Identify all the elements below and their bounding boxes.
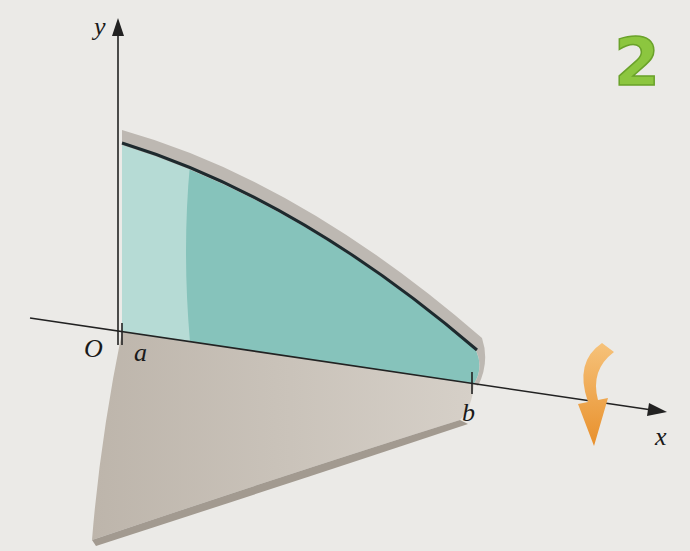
x-arrowhead — [647, 403, 667, 416]
axis-label: y — [94, 14, 106, 40]
bound-label: b — [462, 400, 475, 426]
revolved-region — [122, 145, 480, 384]
tick-a — [121, 323, 123, 345]
end-face — [122, 145, 190, 342]
tick-b — [471, 372, 473, 394]
solid-shell — [122, 130, 485, 386]
figure-number: 2 — [614, 30, 660, 96]
axis-label: x — [655, 424, 667, 450]
bottom-rim — [92, 420, 468, 546]
rotation-arrow — [578, 343, 614, 446]
x-axis — [30, 318, 652, 410]
y-arrowhead — [112, 18, 124, 36]
curve — [122, 143, 477, 350]
y-axis — [117, 34, 119, 345]
bound-label: a — [134, 340, 147, 366]
origin-label: O — [84, 336, 103, 362]
